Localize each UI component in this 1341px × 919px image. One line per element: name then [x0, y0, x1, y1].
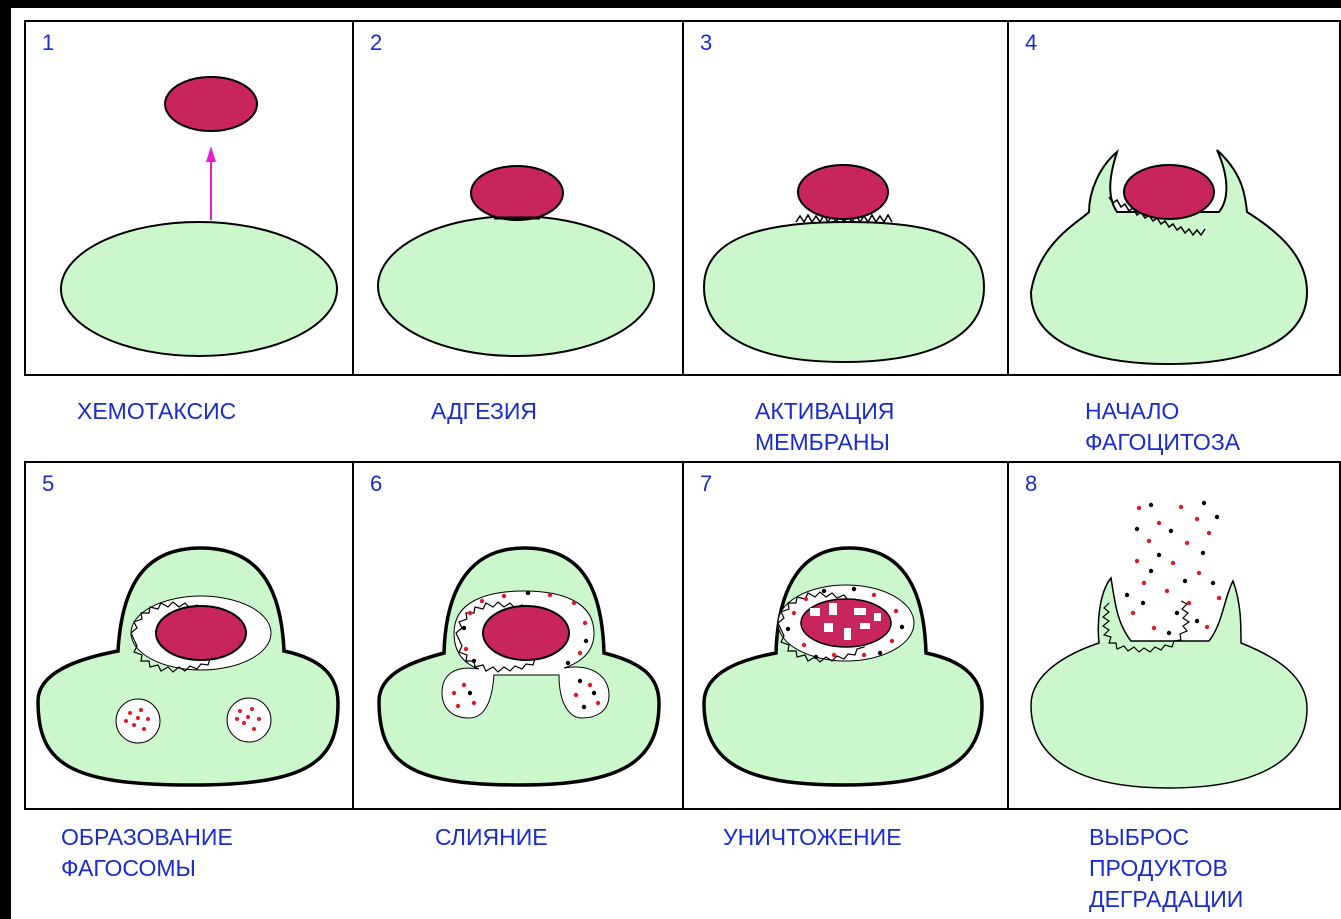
stage-2-illustration: [354, 22, 684, 376]
stage-4-caption: НАЧАЛО ФАГОЦИТОЗА: [1085, 396, 1240, 458]
stage-8-caption: ВЫБРОС ПРОДУКТОВ ДЕГРАДАЦИИ: [1089, 822, 1243, 915]
stage-3-caption: АКТИВАЦИЯ МЕМБРАНЫ: [755, 396, 894, 458]
stage-6-illustration: [354, 463, 684, 810]
stage-4-illustration: [1009, 22, 1341, 376]
stage-7-panel: 7: [682, 461, 1009, 810]
stage-1-illustration: [26, 22, 354, 376]
stage-8-illustration: [1009, 463, 1341, 810]
stage-8-panel: 8: [1007, 461, 1341, 810]
stage-1-caption: ХЕМОТАКСИС: [77, 396, 236, 427]
stage-2-panel: 2: [352, 20, 684, 376]
stage-2-caption: АДГЕЗИЯ: [431, 396, 537, 427]
stage-5-illustration: [26, 463, 354, 810]
stage-3-illustration: [684, 22, 1009, 376]
stage-1-panel: 1: [24, 20, 354, 376]
stage-7-illustration: [684, 463, 1009, 810]
stage-5-caption: ОБРАЗОВАНИЕ ФАГОСОМЫ: [61, 822, 233, 884]
diagram-sheet: 1 2 3 4 ХЕМОТАКСИС АДГЕЗИ: [11, 8, 1341, 919]
stage-7-caption: УНИЧТОЖЕНИЕ: [723, 822, 902, 853]
stage-6-caption: СЛИЯНИЕ: [435, 822, 548, 853]
stage-5-panel: 5: [24, 461, 354, 810]
stage-3-panel: 3: [682, 20, 1009, 376]
stage-6-panel: 6: [352, 461, 684, 810]
stage-4-panel: 4: [1007, 20, 1341, 376]
